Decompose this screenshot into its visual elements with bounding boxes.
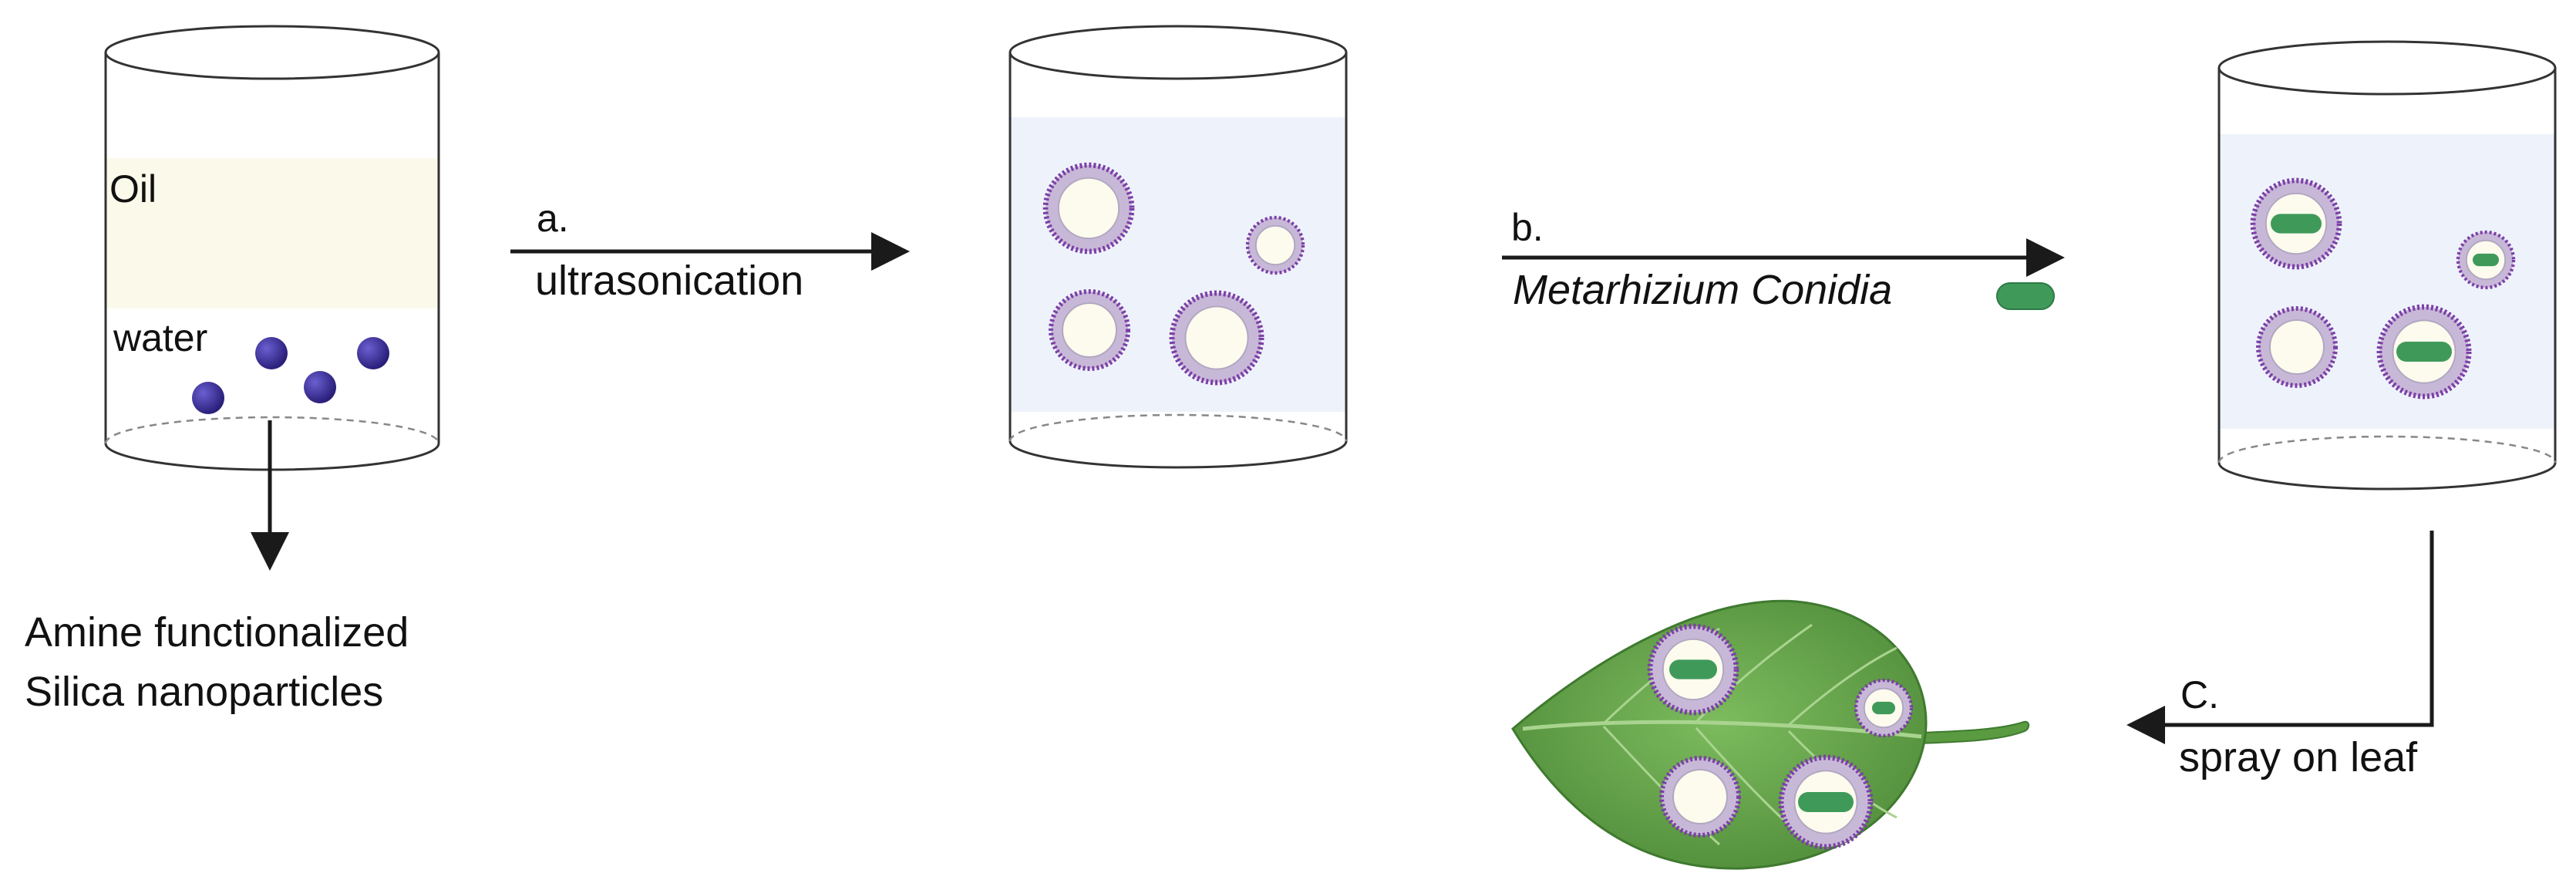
conidia [1669, 659, 1717, 679]
beaker-3 [2217, 40, 2557, 491]
step-c-letter: C. [2180, 673, 2219, 716]
pickering-droplet [2256, 306, 2338, 388]
conidia-loaded-droplet [1647, 623, 1739, 716]
nanoparticle-label-line2: Silica nanoparticles [25, 669, 383, 715]
step-b-text: Metarhizium Conidia [1513, 267, 1892, 313]
pickering-droplet [1169, 290, 1264, 386]
oil-core [1062, 302, 1117, 358]
step-c-text: spray on leaf [2179, 734, 2418, 780]
oil-label: Oil [109, 167, 157, 211]
beaker-3-base-back [2217, 435, 2557, 464]
beaker-2-base-front [1009, 440, 1348, 469]
pickering-droplet [1042, 162, 1135, 255]
oil-layer [106, 158, 439, 308]
silica-nanoparticle [304, 371, 336, 403]
nanoparticle-label-line1: Amine functionalized [25, 609, 409, 656]
conidia [2396, 341, 2452, 362]
beaker-1-base-front [104, 443, 440, 471]
silica-nanoparticle [357, 337, 389, 369]
step-a-letter: a. [537, 197, 569, 240]
oil-core [1057, 177, 1120, 240]
step-b-letter: b. [1511, 206, 1544, 249]
conidia [2473, 253, 2499, 267]
pickering-droplet [1245, 215, 1305, 275]
conidia-loaded-droplet [2250, 177, 2342, 270]
leaf-stem [1919, 720, 2030, 745]
beaker-3-base-front [2217, 462, 2557, 491]
beaker-3-rim [2217, 40, 2557, 96]
silica-nanoparticle [192, 382, 224, 414]
beaker-2-base-back [1009, 413, 1348, 442]
oil-core [1184, 305, 1249, 370]
silica-nanoparticle [255, 337, 288, 369]
emulsion-phase [1010, 117, 1346, 412]
oil-core [1672, 769, 1728, 824]
water-label: water [113, 316, 207, 359]
conidia [2271, 214, 2322, 234]
pickering-droplet [1049, 289, 1130, 371]
step-c-arrow [2126, 531, 2434, 744]
conidia [1798, 791, 1854, 813]
conidia-icon [1996, 282, 2055, 310]
pickering-droplet [1659, 756, 1741, 838]
beaker-1: Oil water [104, 25, 440, 471]
step-a-text: ultrasonication [535, 258, 803, 304]
conidia-loaded-droplet [2456, 230, 2516, 290]
beaker-1-base-back [104, 416, 440, 444]
conidia-loaded-droplet [1778, 754, 1874, 850]
conidia [1872, 701, 1895, 715]
leaf [1511, 599, 2030, 870]
leaf-vein [1787, 646, 1897, 726]
oil-core [2269, 319, 2325, 375]
beaker-1-rim [104, 25, 440, 80]
oil-core [1254, 224, 1296, 266]
beaker-2 [1009, 25, 1348, 469]
conidia-loaded-droplet [2376, 304, 2472, 399]
leaf-midrib [1522, 720, 1922, 739]
conidia-loaded-droplet [1854, 678, 1914, 738]
beaker-2-rim [1009, 25, 1348, 80]
